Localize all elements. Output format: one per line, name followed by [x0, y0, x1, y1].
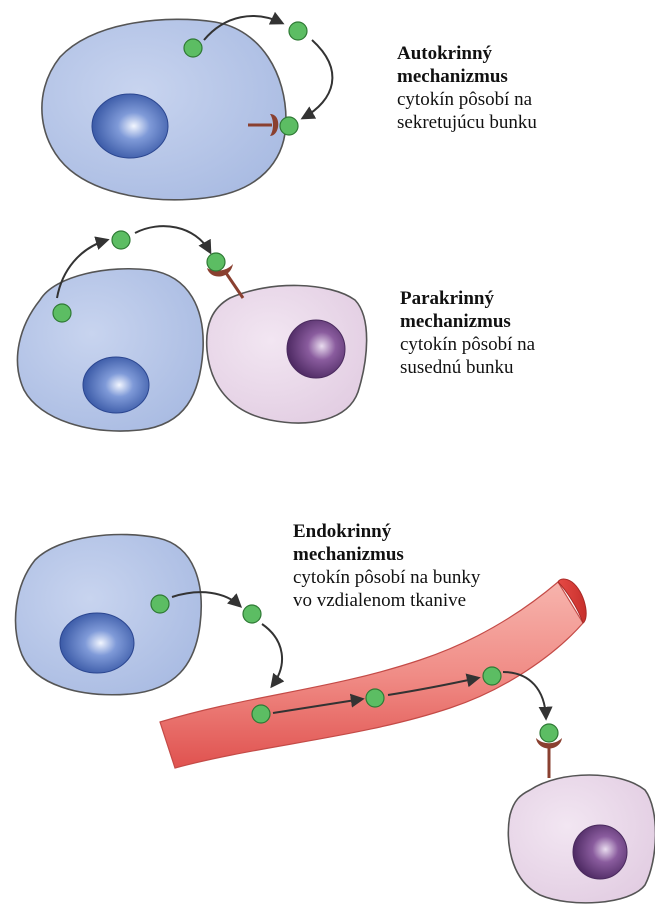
autocrine-desc-line1: cytokín pôsobí na: [397, 88, 537, 111]
endocrine-desc-line1: cytokín pôsobí na bunky: [293, 566, 480, 589]
nucleus: [573, 825, 627, 879]
autocrine-panel-graphic: [42, 16, 333, 200]
nucleus: [92, 94, 168, 158]
endocrine-title-line1: Endokrinný: [293, 520, 480, 543]
cytokine: [243, 605, 261, 623]
cytokine: [252, 705, 270, 723]
cytokine: [483, 667, 501, 685]
autocrine-title-line2: mechanizmus: [397, 65, 537, 88]
receptor-stalk: [224, 270, 243, 298]
autocrine-label: Autokrinný mechanizmus cytokín pôsobí na…: [397, 42, 537, 134]
nucleus: [287, 320, 345, 378]
paracrine-desc-line2: susednú bunku: [400, 356, 535, 379]
paracrine-panel-graphic: [17, 226, 366, 431]
endocrine-label: Endokrinný mechanizmus cytokín pôsobí na…: [293, 520, 480, 612]
paracrine-label: Parakrinný mechanizmus cytokín pôsobí na…: [400, 287, 535, 379]
paracrine-desc-line1: cytokín pôsobí na: [400, 333, 535, 356]
cytokine: [151, 595, 169, 613]
paracrine-title-line2: mechanizmus: [400, 310, 535, 333]
cytokine: [184, 39, 202, 57]
nucleus: [60, 613, 134, 673]
autocrine-title-line1: Autokrinný: [397, 42, 537, 65]
return-arrow: [303, 40, 332, 118]
cytokine: [289, 22, 307, 40]
cytokine-bound: [280, 117, 298, 135]
endocrine-desc-line2: vo vzdialenom tkanive: [293, 589, 480, 612]
secreting-cell: [42, 19, 286, 199]
paracrine-title-line1: Parakrinný: [400, 287, 535, 310]
cytokine: [53, 304, 71, 322]
nucleus: [83, 357, 149, 413]
cytokine-bound: [540, 724, 558, 742]
cytokine-bound: [207, 253, 225, 271]
autocrine-desc-line2: sekretujúcu bunku: [397, 111, 537, 134]
entry-arrow: [262, 624, 282, 686]
endocrine-title-line2: mechanizmus: [293, 543, 480, 566]
cytokine: [366, 689, 384, 707]
cytokine: [112, 231, 130, 249]
transfer-arrow: [135, 226, 210, 252]
